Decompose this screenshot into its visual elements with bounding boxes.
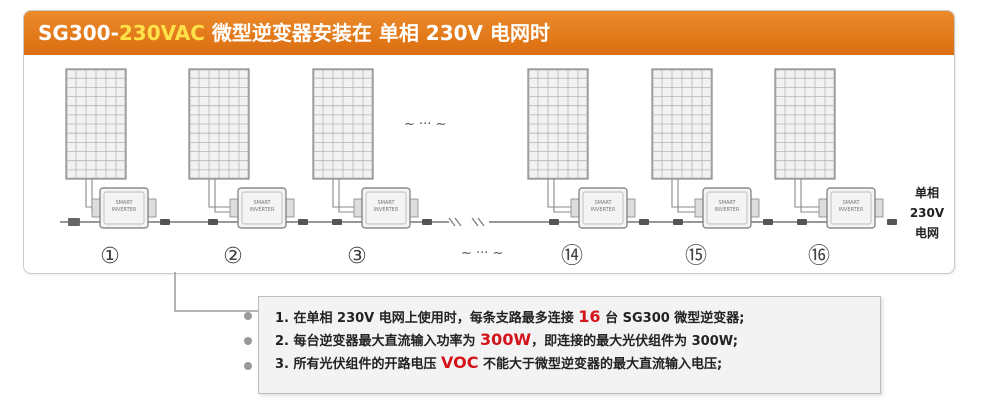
unit-group: SMARTINVERTER①SMARTINVERTER②SMARTINVERTE…	[65, 68, 897, 269]
unit-number: ⑯	[808, 244, 830, 269]
dc-wire	[794, 179, 827, 208]
ac-connector	[422, 219, 432, 225]
diagram-title: SG300-230VAC 微型逆变器安装在 单相 230V 电网时	[24, 11, 954, 55]
solar-panel	[774, 68, 836, 180]
wiring-diagram: SMARTINVERTER①SMARTINVERTER②SMARTINVERTE…	[60, 68, 945, 269]
solar-panel	[651, 68, 713, 180]
unit-number: ②	[223, 244, 243, 269]
inverter-label: SMART	[718, 200, 736, 206]
notes-box: 1. 在单相 230V 电网上使用时，每条支路最多连接 16 台 SG300 微…	[258, 296, 881, 394]
inverter-label: INVERTER	[591, 207, 616, 213]
grid-label-line2: 230V	[910, 206, 945, 220]
inverter-label: INVERTER	[112, 207, 137, 213]
dc-wire	[671, 179, 703, 208]
ellipsis-bottom: ~ ··· ~	[461, 246, 503, 261]
dc-wire	[800, 179, 827, 213]
grid-label-line3: 电网	[915, 225, 939, 240]
note-2: 2. 每台逆变器最大直流输入功率为 300W，即连接的最大光伏组件为 300W;	[275, 330, 738, 349]
inverter-label: INVERTER	[250, 207, 275, 213]
inverter-label: INVERTER	[715, 207, 740, 213]
bus-break	[448, 217, 485, 227]
solar-panel	[312, 68, 374, 180]
ac-connector	[298, 219, 308, 225]
dc-wire	[208, 179, 238, 208]
ac-connector	[332, 219, 342, 225]
note-bullet-3	[244, 362, 252, 370]
ac-connector	[887, 219, 897, 225]
inverter-label: INVERTER	[839, 207, 864, 213]
unit-number: ⑭	[561, 244, 583, 269]
inverter-label: SMART	[377, 200, 395, 206]
ac-connector	[763, 219, 773, 225]
ac-connector	[639, 219, 649, 225]
ac-connector	[797, 219, 807, 225]
unit-number: ③	[347, 244, 367, 269]
solar-panel	[65, 68, 127, 180]
ellipsis-top: ~ ··· ~	[404, 117, 446, 132]
ac-connector	[549, 219, 559, 225]
inverter-label: SMART	[253, 200, 271, 206]
note-bullet-1	[244, 312, 252, 320]
solar-panel	[527, 68, 589, 180]
solar-panel	[188, 68, 250, 180]
title-highlight: 230VAC	[118, 21, 205, 45]
inverter-label: INVERTER	[374, 207, 399, 213]
callout-line	[174, 272, 258, 312]
inverter-label: SMART	[842, 200, 860, 206]
dc-wire	[547, 179, 579, 208]
note-3: 3. 所有光伏组件的开路电压 VOC 不能大于微型逆变器的最大直流输入电压;	[275, 353, 723, 372]
ac-connector	[160, 219, 170, 225]
note-1: 1. 在单相 230V 电网上使用时，每条支路最多连接 16 台 SG300 微…	[275, 307, 745, 326]
inverter-label: SMART	[115, 200, 133, 206]
unit-number: ⑮	[685, 244, 707, 269]
grid-label-line1: 单相	[915, 185, 939, 200]
ac-connector	[673, 219, 683, 225]
note-bullet-2	[244, 337, 252, 345]
inverter-label: SMART	[594, 200, 612, 206]
bus-end-cap	[68, 218, 80, 226]
dc-wire	[332, 179, 362, 208]
unit-number: ①	[100, 244, 120, 269]
ac-connector	[208, 219, 218, 225]
